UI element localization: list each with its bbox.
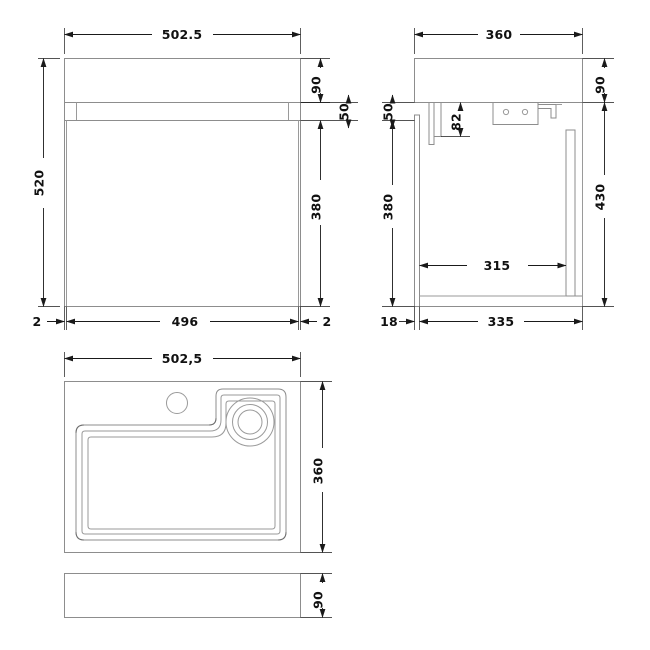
- plan-corner-bl: [75, 531, 85, 541]
- side-bottom-shelf: [419, 295, 583, 307]
- bracket-fixing-hole-right: [521, 108, 529, 116]
- side-front-panel: [565, 129, 576, 297]
- dim-label-360-plan: 360: [311, 458, 326, 485]
- plan-corner-tl: [75, 424, 85, 434]
- dim-label-50-side: 50: [381, 103, 396, 121]
- basin-edge-view: 90: [64, 573, 332, 618]
- dim-label-380-front: 380: [309, 194, 324, 221]
- front-cabinet-body: [64, 120, 301, 307]
- side-back-panel: [414, 114, 420, 307]
- side-tap-stem: [428, 102, 435, 145]
- plan-view: 502,5 360: [64, 351, 332, 553]
- dim-label-90-side: 90: [593, 76, 608, 94]
- side-section-view: 360 90 50 82 380 430 315: [380, 27, 614, 330]
- dim-label-380-side: 380: [381, 194, 396, 221]
- side-basin-slab: [414, 58, 583, 103]
- side-tap-body: [433, 102, 442, 137]
- dim-label-496: 496: [172, 314, 199, 329]
- front-elevation-view: 502.5 520 90 50 380 496 2: [32, 27, 358, 330]
- dim-label-82: 82: [449, 113, 464, 131]
- dim-label-502-5-plan: 502,5: [162, 351, 203, 366]
- edge-strip-body: [64, 573, 301, 618]
- dim-label-2-left: 2: [33, 314, 42, 329]
- waste-outlet-outer-icon: [225, 397, 275, 447]
- dim-label-520: 520: [32, 170, 47, 197]
- waste-outlet-mid-icon: [232, 404, 268, 440]
- plan-bowl-floor: [87, 400, 276, 530]
- front-basin-slab: [64, 58, 301, 103]
- tap-hole-icon: [166, 392, 188, 414]
- front-gap-band: [64, 102, 301, 121]
- plan-corner-br: [277, 531, 287, 541]
- dim-label-430: 430: [593, 184, 608, 211]
- plan-corner-notch: [208, 417, 217, 426]
- dim-label-315: 315: [484, 258, 511, 273]
- waste-outlet-inner-icon: [237, 409, 263, 435]
- dim-label-360-side: 360: [486, 27, 513, 42]
- side-wall-bracket-plate: [492, 102, 539, 125]
- bracket-fixing-hole-left: [502, 108, 510, 116]
- side-bracket-hook: [537, 104, 557, 119]
- dim-label-50-front: 50: [337, 103, 352, 121]
- dim-label-90-front: 90: [309, 76, 324, 94]
- dim-label-335: 335: [488, 314, 515, 329]
- dim-label-2-right: 2: [323, 314, 332, 329]
- plan-bowl-inner-rim: [81, 394, 281, 535]
- dim-label-90-edge: 90: [311, 591, 326, 609]
- dim-label-502-5-front: 502.5: [162, 27, 203, 42]
- dim-label-18: 18: [380, 314, 398, 329]
